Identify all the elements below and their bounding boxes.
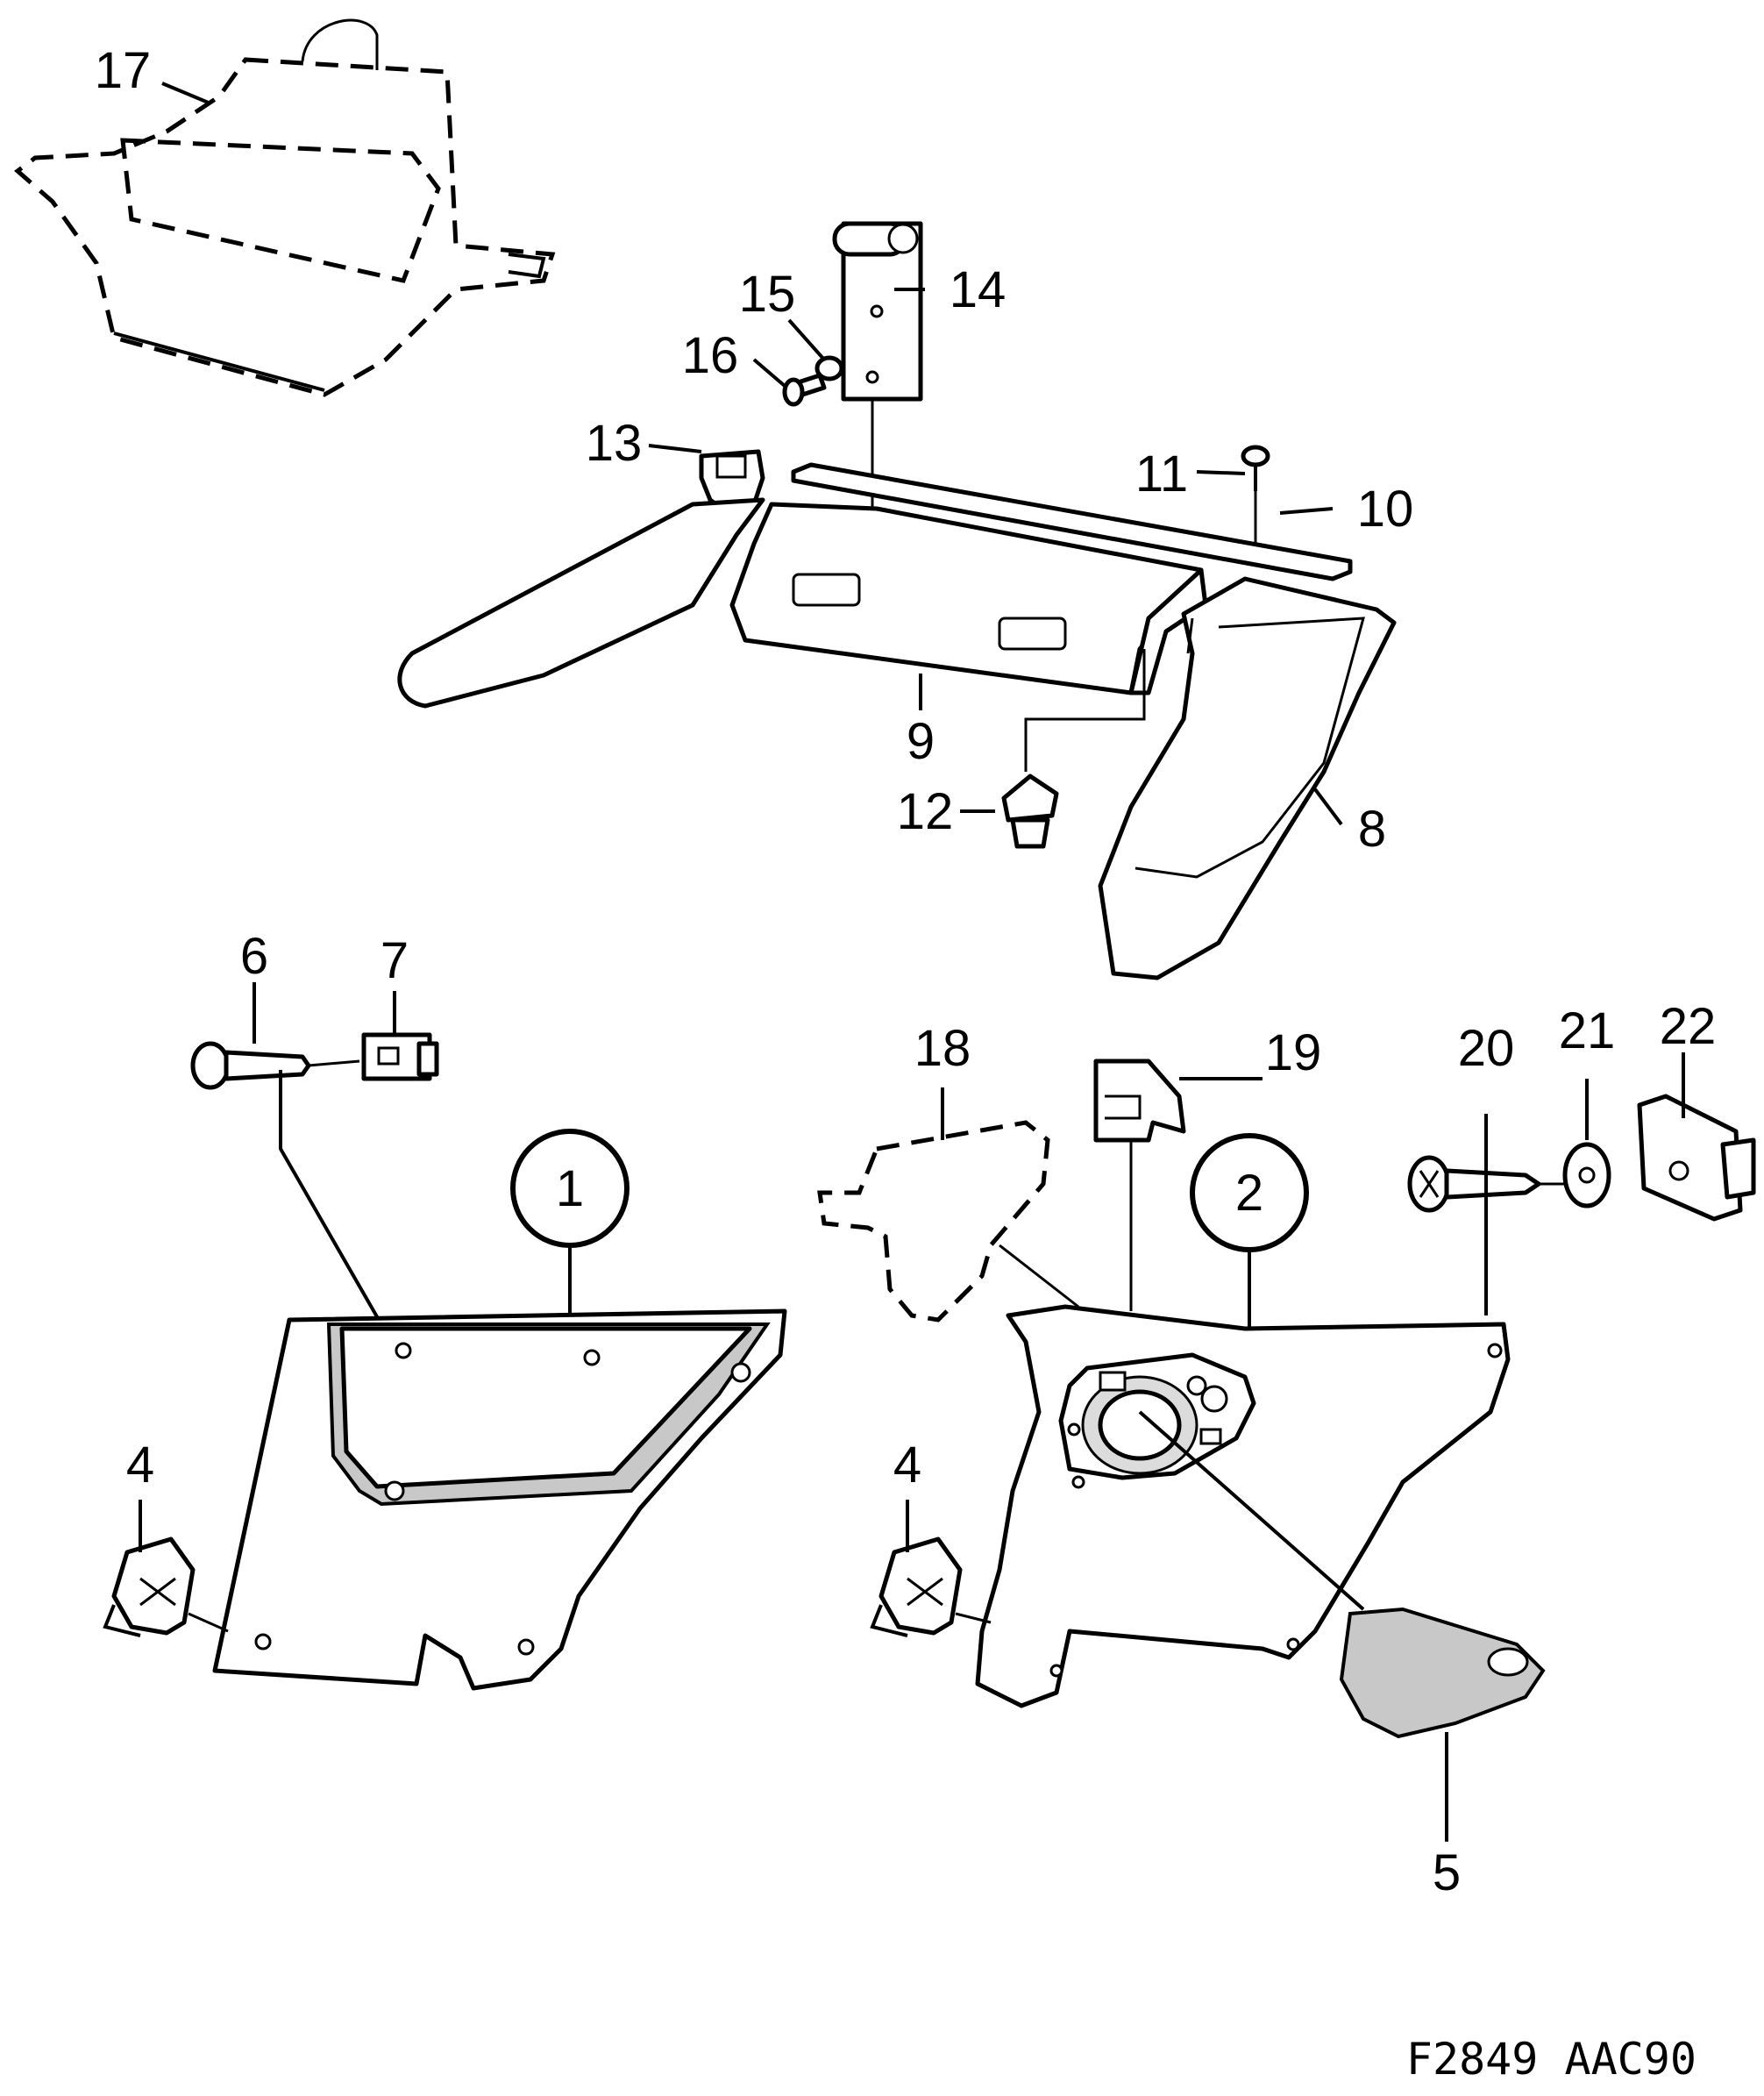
callout-2: 2: [1235, 1165, 1263, 1222]
callout-9: 9: [907, 713, 935, 770]
callout-12: 12: [897, 783, 954, 840]
callout-14: 14: [950, 261, 1006, 318]
callout-10: 10: [1357, 481, 1414, 538]
callout-8: 8: [1358, 801, 1386, 858]
callout-18: 18: [914, 1020, 971, 1077]
callout-2-circle: [1190, 1133, 1309, 1252]
part-22-nut: [1637, 1052, 1756, 1222]
callout-13: 13: [586, 415, 643, 472]
leader-5-panel: [1138, 1410, 1365, 1611]
callout-19: 19: [1265, 1024, 1322, 1081]
callout-21: 21: [1559, 1002, 1616, 1059]
part-11-screw: [1241, 445, 1270, 544]
callout-15: 15: [739, 266, 796, 323]
part-10-strip: [791, 462, 1353, 581]
callout-22: 22: [1660, 998, 1717, 1055]
part-20-screw: [1407, 1114, 1569, 1315]
part-15-washer: [814, 355, 844, 381]
figure-code: F2849 AAC90: [1406, 2034, 1696, 2085]
part-4-clip-left: [103, 1500, 229, 1637]
part-6-screw: [190, 1041, 360, 1090]
part-17-cover: [14, 18, 556, 397]
part-9-panel: [397, 497, 1208, 709]
part-16-screw: [782, 373, 827, 407]
part-21-washer: [1562, 1079, 1611, 1208]
callout-16: 16: [682, 327, 739, 384]
callout-20: 20: [1458, 1020, 1515, 1077]
part-14-bracket: [832, 221, 923, 513]
part-1-panel: [212, 1308, 787, 1691]
callout-7: 7: [381, 932, 409, 989]
part-19-clip: [1093, 1059, 1263, 1311]
leader-lines: [161, 82, 1343, 1044]
part-7-clip: [361, 1032, 439, 1081]
callout-5: 5: [1433, 1844, 1461, 1901]
callout-4-right: 4: [893, 1437, 921, 1494]
part-8-wing: [1098, 576, 1397, 980]
part-2-panel: [975, 1304, 1511, 1708]
part-18-dashed: [817, 1087, 1079, 1322]
callout-1: 1: [556, 1160, 584, 1217]
callout-6: 6: [240, 928, 268, 985]
callout-1-circle: [510, 1129, 629, 1248]
part-5-cover: [1339, 1607, 1546, 1842]
part-4-clip-right: [870, 1500, 992, 1637]
callout-4-left: 4: [126, 1437, 154, 1494]
part-12-clip: [1001, 649, 1146, 849]
callout-17: 17: [95, 42, 152, 99]
callout-11: 11: [1135, 446, 1188, 503]
leader-6-panel: [279, 1070, 401, 1356]
